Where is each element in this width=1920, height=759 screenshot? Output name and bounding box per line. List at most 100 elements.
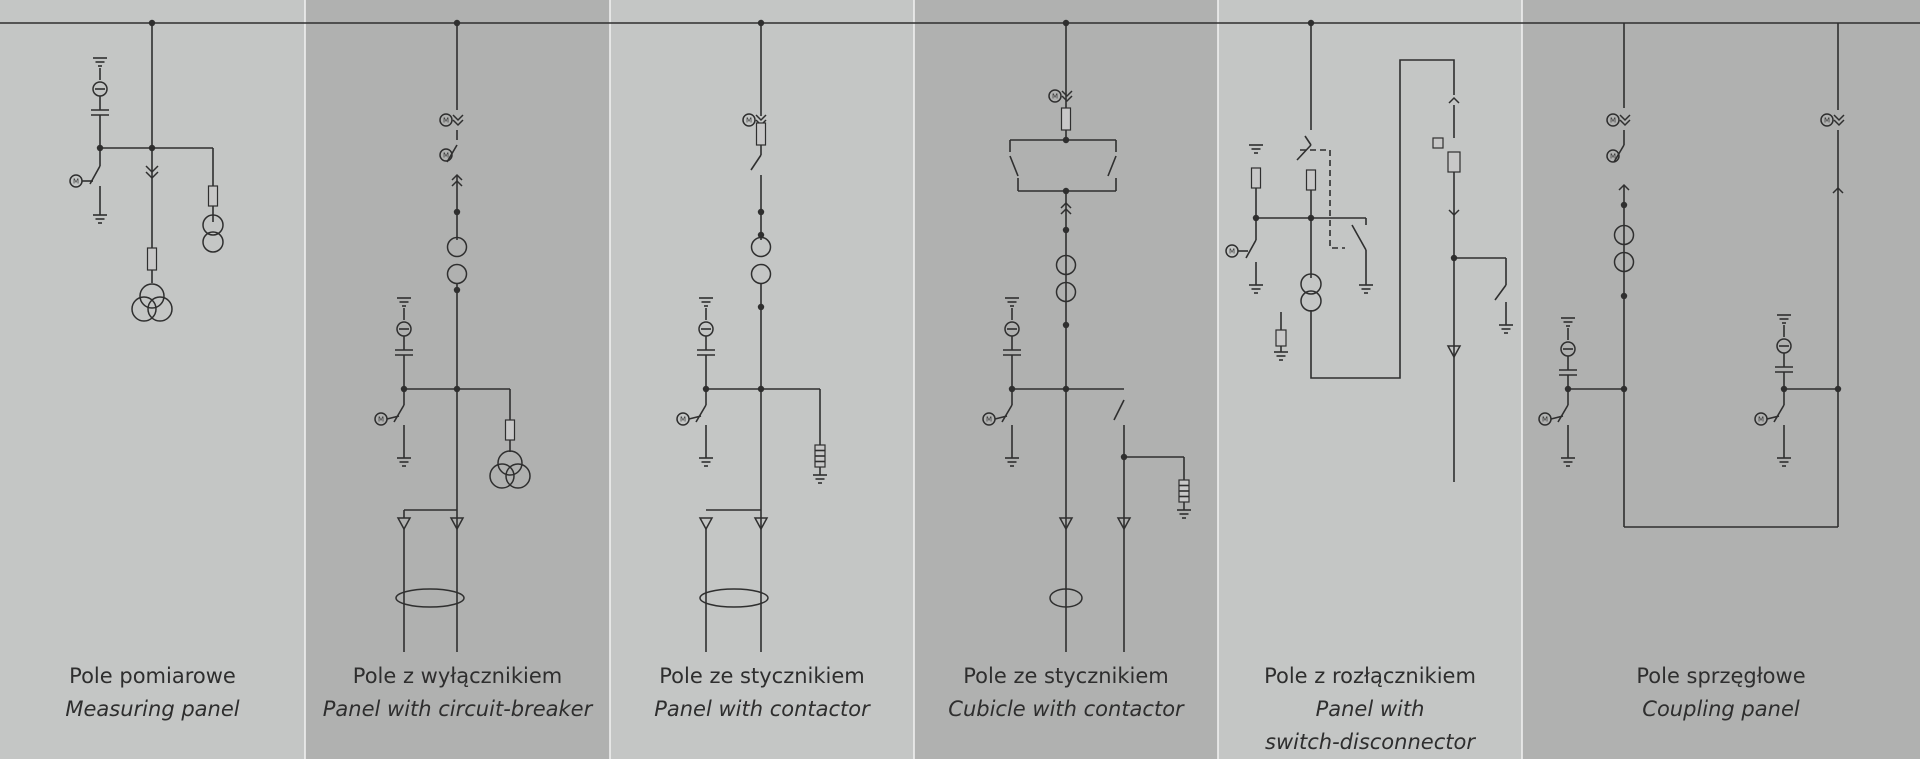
panel-title-en: Panel with circuit-breaker: [322, 697, 593, 721]
feedback-wire: [1310, 59, 1455, 379]
striker-relay: [1432, 137, 1444, 149]
motor-link: [386, 415, 400, 420]
earth-switch-blade: [393, 404, 405, 423]
disconnector-contact: [1304, 135, 1312, 146]
motor-circle: [742, 113, 756, 127]
motor-label: M: [986, 416, 992, 424]
motor-symbol: M: [1606, 149, 1620, 163]
junction-dot: [1062, 321, 1070, 329]
panel-caption-measuring: Pole pomiarowe Measuring panel: [0, 660, 305, 726]
damping-resistor: [1275, 329, 1287, 347]
motor-label: M: [1758, 416, 1764, 424]
current-transformer: [1613, 251, 1635, 273]
voltage-transformer: [131, 296, 157, 322]
switch-blade: [1113, 399, 1125, 421]
junction-dot: [1062, 226, 1070, 234]
motor-symbol: M: [1606, 113, 1620, 127]
earth-switch-blade: [1773, 404, 1785, 423]
junction-dot: [1620, 292, 1628, 300]
motor-label: M: [443, 152, 449, 160]
plug-contact: [145, 165, 159, 180]
motor-circle: [439, 113, 453, 127]
earth-switch-blade: [1494, 284, 1507, 301]
junction-dot: [757, 231, 765, 239]
cable-ct: [1049, 588, 1083, 608]
mechanical-interlock: [1300, 149, 1345, 249]
panel-caption-coupling: Pole sprzęgłowe Coupling panel: [1522, 660, 1920, 726]
junction-dot: [757, 303, 765, 311]
motor-label: M: [1610, 117, 1616, 125]
panel-title-en: Coupling panel: [1642, 697, 1800, 721]
motor-circle: [439, 148, 453, 162]
fuse-symbol: [146, 247, 158, 271]
panel-title-pl: Pole z rozłącznikiem: [1264, 664, 1476, 688]
earth-switch-blade: [695, 404, 707, 423]
panel-caption-contactor: Pole ze stycznikiem Panel with contactor: [610, 660, 914, 726]
motor-label: M: [1610, 153, 1616, 161]
panel-title-pl: Pole ze stycznikiem: [963, 664, 1169, 688]
fuse-symbol: [1060, 107, 1072, 131]
cable-termination: [1446, 345, 1462, 359]
switch-blade: [1107, 155, 1117, 177]
motor-label: M: [73, 178, 79, 186]
plug-contact: [1833, 114, 1845, 127]
panel-title-en: Cubicle with contactor: [948, 697, 1184, 721]
junction-dot: [453, 286, 461, 294]
motor-circle: [1048, 89, 1062, 103]
fuse-symbol: [1250, 167, 1262, 189]
panel-title-pl: Pole ze stycznikiem: [659, 664, 865, 688]
earth-switch-blade: [1245, 239, 1257, 259]
voltage-transformer: [505, 463, 531, 489]
motor-symbol: M: [1820, 113, 1834, 127]
disconnector-blade: [1296, 144, 1312, 161]
panel-title-en: Panel with switch-disconnector: [1265, 697, 1475, 754]
panel-caption-circuit-breaker: Pole z wyłącznikiem Panel with circuit-b…: [305, 660, 610, 726]
cable-termination: [396, 517, 412, 531]
voltage-transformer: [497, 450, 523, 476]
panel-caption-switch-disconnector: Pole z rozłącznikiem Panel with switch-d…: [1218, 660, 1522, 759]
panel-background: [1522, 0, 1920, 759]
fuse-symbol: [755, 122, 767, 146]
plug-contact: [1448, 96, 1460, 104]
motor-label: M: [443, 117, 449, 125]
voltage-transformer: [202, 231, 224, 253]
plug-contact: [452, 114, 464, 127]
current-transformer: [1613, 224, 1635, 246]
junction-dot: [757, 385, 765, 393]
junction-dot: [757, 208, 765, 216]
motor-label: M: [680, 416, 686, 424]
voltage-transformer: [139, 283, 165, 309]
motor-symbol: M: [742, 113, 756, 127]
junction-dot: [453, 385, 461, 393]
earth-switch-blade: [1351, 224, 1367, 251]
junction-dot: [1062, 385, 1070, 393]
current-transformer: [750, 263, 772, 285]
voltage-transformer: [202, 214, 224, 236]
switch-disconnector: [1447, 151, 1461, 173]
cable-termination: [1058, 517, 1074, 531]
panel-title-en: Measuring panel: [65, 697, 240, 721]
motor-link: [1550, 415, 1564, 420]
motor-link: [688, 415, 702, 420]
junction-dot: [453, 208, 461, 216]
motor-label: M: [746, 117, 752, 125]
earth-switch-blade: [1557, 404, 1569, 423]
earth-switch-blade: [1001, 404, 1013, 423]
panel-title-pl: Pole pomiarowe: [69, 664, 236, 688]
panel-title-pl: Pole sprzęgłowe: [1636, 664, 1806, 688]
voltage-transformer: [489, 463, 515, 489]
motor-circle: [1606, 149, 1620, 163]
motor-circle: [1820, 113, 1834, 127]
current-transformer: [446, 236, 468, 258]
motor-symbol: M: [1048, 89, 1062, 103]
motor-circle: [1606, 113, 1620, 127]
voltage-transformer: [1300, 273, 1322, 295]
panel-background: [1218, 0, 1522, 759]
fuse-symbol: [504, 419, 516, 441]
fuse-symbol: [207, 185, 219, 207]
disconnector-blade: [750, 154, 762, 171]
cable-termination: [449, 517, 465, 531]
motor-symbol: M: [439, 148, 453, 162]
